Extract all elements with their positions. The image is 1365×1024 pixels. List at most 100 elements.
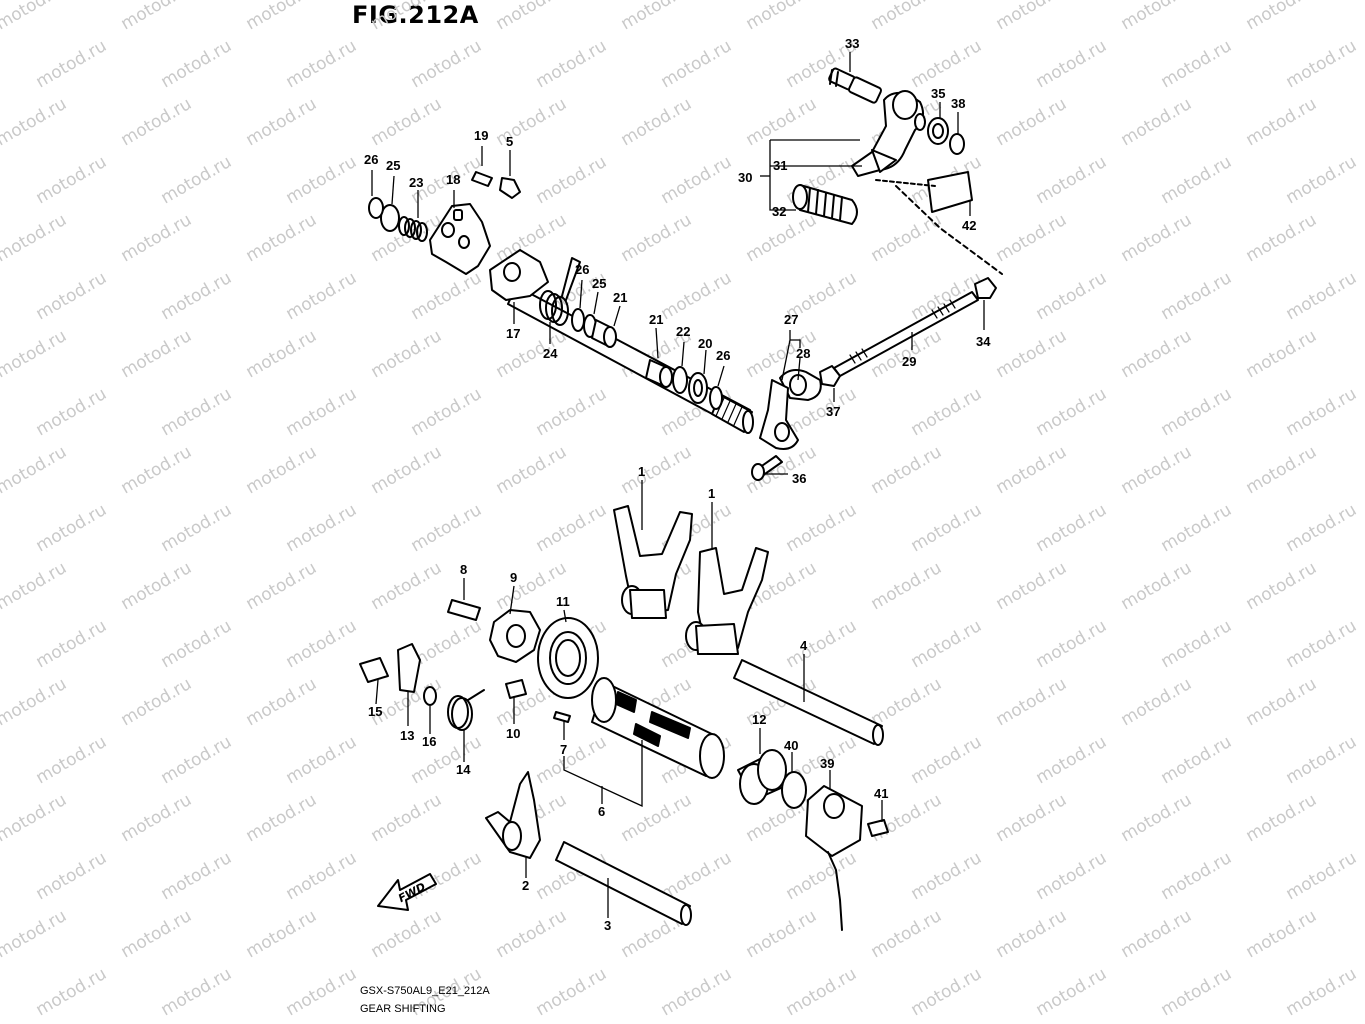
watermark-text: motod.ru — [158, 500, 236, 556]
watermark-text: motod.ru — [993, 0, 1071, 34]
watermark-text: motod.ru — [1283, 36, 1361, 92]
watermark-text: motod.ru — [1283, 964, 1361, 1020]
watermark-text: motod.ru — [868, 0, 946, 34]
watermark-text: motod.ru — [368, 906, 446, 962]
watermark-text: motod.ru — [908, 964, 986, 1020]
watermark-text: motod.ru — [158, 268, 236, 324]
part-11-bearing — [537, 617, 599, 699]
part-39-gear-position-switch — [805, 785, 863, 931]
callout-26-b: 26 — [575, 262, 589, 277]
watermark-text: motod.ru — [1118, 790, 1196, 846]
callout-11: 11 — [556, 594, 570, 609]
watermark-text: motod.ru — [0, 790, 70, 846]
part-41-bolt — [867, 819, 889, 837]
watermark-text: motod.ru — [618, 442, 696, 498]
watermark-text: motod.ru — [243, 94, 321, 150]
watermark-text: motod.ru — [1033, 500, 1111, 556]
callout-17: 17 — [506, 326, 520, 341]
callout-36: 36 — [792, 471, 806, 486]
watermark-text: motod.ru — [993, 94, 1071, 150]
watermark-text: motod.ru — [908, 616, 986, 672]
watermark-text: motod.ru — [493, 0, 571, 34]
watermark-text: motod.ru — [1283, 616, 1361, 672]
callout-7: 7 — [560, 742, 567, 757]
figure-title: FIG.212A — [352, 1, 479, 29]
shift-rod-linkage — [751, 277, 997, 481]
watermark-text: motod.ru — [283, 732, 361, 788]
watermark-text: motod.ru — [283, 964, 361, 1020]
watermark-text: motod.ru — [1158, 616, 1236, 672]
callout-30: 30 — [738, 170, 752, 185]
watermark-text: motod.ru — [1033, 268, 1111, 324]
callout-3: 3 — [604, 918, 611, 933]
watermark-text: motod.ru — [1033, 152, 1111, 208]
part-8-pin — [447, 599, 481, 621]
fwd-arrow — [377, 873, 437, 911]
callout-42: 42 — [962, 218, 976, 233]
callout-10: 10 — [506, 726, 520, 741]
watermark-text: motod.ru — [368, 558, 446, 614]
watermark-text: motod.ru — [0, 674, 70, 730]
part-34-nut — [974, 277, 997, 299]
watermark-text: motod.ru — [1033, 964, 1111, 1020]
watermark-text: motod.ru — [243, 674, 321, 730]
watermark-text: motod.ru — [1033, 384, 1111, 440]
watermark-text: motod.ru — [118, 906, 196, 962]
watermark-text: motod.ru — [1243, 790, 1321, 846]
watermark-text: motod.ru — [993, 906, 1071, 962]
part-6-gearshift-cam — [591, 677, 725, 779]
watermark-text: motod.ru — [1243, 326, 1321, 382]
watermark-text: motod.ru — [993, 790, 1071, 846]
watermark-text: motod.ru — [368, 94, 446, 150]
watermark-text: motod.ru — [908, 732, 986, 788]
watermark-text: motod.ru — [368, 0, 446, 34]
watermark-text: motod.ru — [868, 674, 946, 730]
part-4-fork-shaft — [733, 659, 883, 745]
watermark-text: motod.ru — [1033, 36, 1111, 92]
part-13-stopper — [397, 643, 421, 693]
watermark-text: motod.ru — [0, 94, 70, 150]
part-42-label — [927, 171, 973, 213]
callout-23: 23 — [409, 175, 423, 190]
watermark-text: motod.ru — [0, 0, 70, 34]
watermark-text: motod.ru — [158, 616, 236, 672]
part-22-washer — [672, 366, 688, 394]
watermark-text: motod.ru — [1033, 616, 1111, 672]
part-32-footpeg-rubber — [792, 184, 858, 225]
watermark-text: motod.ru — [618, 94, 696, 150]
watermark-text: motod.ru — [533, 152, 611, 208]
part-26-washer-a — [368, 197, 384, 219]
watermark-text: motod.ru — [993, 442, 1071, 498]
watermark-text: motod.ru — [658, 268, 736, 324]
part-14-spring — [447, 689, 485, 731]
callout-26-a: 26 — [364, 152, 378, 167]
callout-21-a: 21 — [613, 290, 627, 305]
part-26-washer — [571, 308, 585, 332]
watermark-text: motod.ru — [33, 268, 111, 324]
watermark-text: motod.ru — [908, 848, 986, 904]
watermark-text: motod.ru — [118, 790, 196, 846]
callout-1-b: 1 — [708, 486, 715, 501]
shift-pedal-assembly — [792, 67, 1003, 275]
watermark-text: motod.ru — [1118, 906, 1196, 962]
watermark-text: motod.ru — [908, 500, 986, 556]
callout-35: 35 — [931, 86, 945, 101]
watermark-text: motod.ru — [1243, 906, 1321, 962]
watermark-text: motod.ru — [1158, 500, 1236, 556]
watermark-text: motod.ru — [368, 326, 446, 382]
callout-34: 34 — [976, 334, 991, 349]
callout-31: 31 — [773, 158, 787, 173]
watermark-text: motod.ru — [158, 384, 236, 440]
watermark-text: motod.ru — [1243, 442, 1321, 498]
watermark-text: motod.ru — [283, 500, 361, 556]
watermark-text: motod.ru — [243, 210, 321, 266]
watermark-text: motod.ru — [1158, 848, 1236, 904]
callout-38: 38 — [951, 96, 965, 111]
callout-25-b: 25 — [592, 276, 606, 291]
callout-5: 5 — [506, 134, 513, 149]
callout-15: 15 — [368, 704, 382, 719]
part-38-circlip — [949, 133, 965, 155]
watermark-text: motod.ru — [783, 848, 861, 904]
watermark-text: motod.ru — [118, 442, 196, 498]
